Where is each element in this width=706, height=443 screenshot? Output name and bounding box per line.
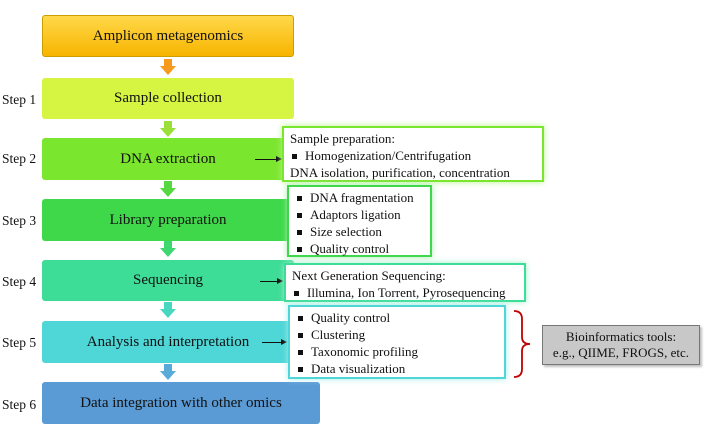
step-1-box: Sample collection bbox=[42, 78, 294, 119]
connector-step2 bbox=[255, 159, 277, 160]
connector-step4 bbox=[260, 281, 278, 282]
step-1-text: Sample collection bbox=[114, 90, 222, 106]
step-3-item-0: DNA fragmentation bbox=[295, 189, 424, 206]
step-4-details-heading: Next Generation Sequencing: bbox=[292, 268, 446, 283]
arrow-step2-step3 bbox=[160, 181, 176, 197]
step-3-label: Step 3 bbox=[2, 213, 37, 228]
tools-line-1: Bioinformatics tools: bbox=[565, 329, 677, 344]
connector-step4-head bbox=[277, 278, 283, 284]
step-3-item-3: Quality control bbox=[295, 240, 424, 257]
arrow-step5-step6 bbox=[160, 364, 176, 380]
step-6-text: Data integration with other omics bbox=[80, 394, 282, 411]
bullet-icon bbox=[298, 366, 303, 372]
arrow-step3-step4 bbox=[160, 241, 176, 257]
title-box: Amplicon metagenomics bbox=[42, 15, 294, 57]
step-3-item-2: Size selection bbox=[295, 223, 424, 240]
step-4-box: Sequencing bbox=[42, 260, 294, 301]
connector-step5 bbox=[262, 342, 282, 343]
curly-bracket bbox=[513, 310, 531, 378]
step-5-item-3: Data visualization bbox=[296, 360, 498, 377]
step-5-item-2: Taxonomic profiling bbox=[296, 343, 498, 360]
step-4-label: Step 4 bbox=[2, 274, 37, 289]
bullet-icon bbox=[298, 315, 303, 321]
step-3-box: Library preparation bbox=[42, 199, 294, 241]
bullet-icon bbox=[297, 246, 302, 252]
bullet-icon bbox=[297, 229, 302, 235]
step-5-label: Step 5 bbox=[2, 335, 37, 350]
step-2-details-item-text: Homogenization/Centrifugation bbox=[305, 148, 472, 163]
step-6-label: Step 6 bbox=[2, 397, 37, 412]
bullet-icon bbox=[292, 153, 297, 159]
tools-line-2: e.g., QIIME, FROGS, etc. bbox=[552, 345, 690, 360]
bullet-icon bbox=[298, 349, 303, 355]
arrow-title-step1 bbox=[160, 59, 176, 75]
step-5-item-0: Quality control bbox=[296, 309, 498, 326]
step-4-details: Next Generation Sequencing: Illumina, Io… bbox=[284, 263, 526, 302]
bioinformatics-tools-box: Bioinformatics tools: e.g., QIIME, FROGS… bbox=[542, 325, 700, 365]
step-6-box: Data integration with other omics bbox=[42, 382, 320, 424]
step-2-details-footer: DNA isolation, purification, concentrati… bbox=[290, 165, 510, 180]
step-3-item-1: Adaptors ligation bbox=[295, 206, 424, 223]
step-3-text: Library preparation bbox=[109, 211, 227, 228]
bullet-icon bbox=[294, 290, 299, 296]
bullet-icon bbox=[297, 195, 302, 201]
step-5-box: Analysis and interpretation bbox=[42, 321, 294, 363]
bullet-icon bbox=[298, 332, 303, 338]
title-text: Amplicon metagenomics bbox=[92, 27, 244, 44]
step-5-details: Quality control Clustering Taxonomic pro… bbox=[288, 305, 506, 379]
step-4-details-item: Illumina, Ion Torrent, Pyrosequencing bbox=[292, 284, 518, 301]
step-2-details-heading: Sample preparation: bbox=[290, 131, 396, 146]
arrow-step1-step2 bbox=[160, 121, 176, 137]
arrow-step4-step5 bbox=[160, 302, 176, 318]
step-2-text: DNA extraction bbox=[120, 150, 216, 167]
step-4-text: Sequencing bbox=[133, 272, 203, 288]
step-2-label: Step 2 bbox=[2, 151, 37, 166]
step-5-text: Analysis and interpretation bbox=[86, 333, 250, 350]
step-3-details: DNA fragmentation Adaptors ligation Size… bbox=[287, 185, 432, 257]
step-2-box: DNA extraction bbox=[42, 138, 294, 180]
step-5-item-1: Clustering bbox=[296, 326, 498, 343]
step-1-label: Step 1 bbox=[2, 92, 37, 107]
connector-step2-head bbox=[276, 156, 282, 162]
bullet-icon bbox=[297, 212, 302, 218]
step-2-details-item: Homogenization/Centrifugation bbox=[290, 147, 536, 164]
step-2-details: Sample preparation: Homogenization/Centr… bbox=[282, 126, 544, 182]
connector-step5-head bbox=[281, 339, 287, 345]
